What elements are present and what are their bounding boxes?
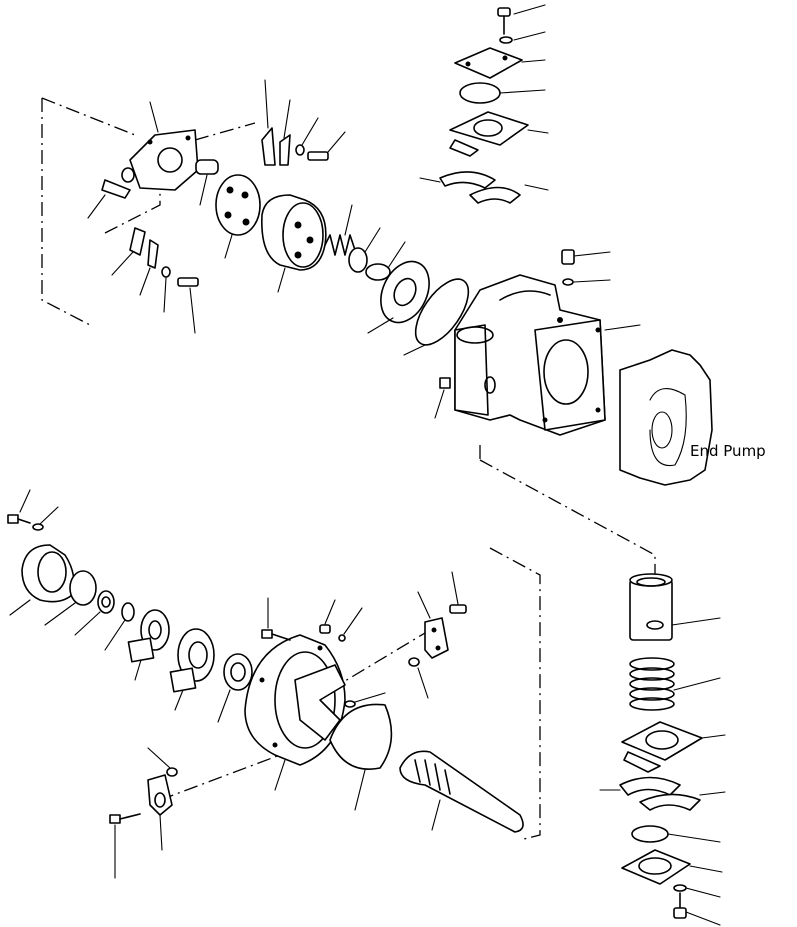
lower-cover-plate [621, 849, 723, 885]
seal-ring [74, 590, 115, 636]
upper-bracket-set [261, 79, 346, 166]
cylinder-block [261, 194, 327, 293]
front-housing [244, 634, 346, 791]
swash-plate [367, 260, 430, 334]
lower-bolt [673, 892, 721, 926]
lower-o-ring [44, 570, 97, 626]
case-plug [434, 377, 451, 419]
snap-ring [348, 227, 381, 273]
shaft-bearing-1 [127, 609, 170, 681]
cover-key [87, 179, 131, 219]
valve-plate [215, 174, 261, 259]
top-split-flange [419, 171, 549, 204]
bearing-cover [9, 544, 75, 616]
end-cover [121, 101, 199, 191]
valve-spring [629, 657, 721, 711]
drive-shaft [399, 750, 524, 833]
pin-upper [195, 159, 219, 206]
valve-spool-sleeve [629, 573, 721, 641]
center-spring [324, 204, 356, 256]
lower-o-ring-right [631, 825, 721, 843]
case-fitting [561, 249, 611, 286]
lower-bolt-left [7, 489, 59, 531]
lower-bracket-set [111, 227, 199, 334]
top-cover-plate [454, 47, 546, 79]
right-bracket [408, 571, 467, 699]
thrust-ring [217, 653, 253, 723]
end-pump-outline: End Pump [619, 349, 766, 486]
gasket-ring [403, 278, 470, 356]
top-o-ring [459, 82, 546, 104]
top-washer [499, 31, 546, 44]
retainer-ring [365, 241, 406, 281]
shaft-bearing-2 [169, 628, 215, 711]
housing-pin [344, 692, 386, 708]
lower-flange [621, 721, 726, 773]
circlip [104, 602, 135, 651]
end-pump-label: End Pump [690, 442, 766, 460]
top-flange [449, 111, 549, 157]
housing-bolt [261, 597, 363, 642]
lower-washer [673, 884, 721, 898]
pump-case [454, 274, 641, 436]
left-bracket [109, 747, 178, 879]
top-bolt [497, 4, 546, 35]
lower-split-flange [599, 776, 726, 811]
front-gasket [329, 703, 393, 811]
